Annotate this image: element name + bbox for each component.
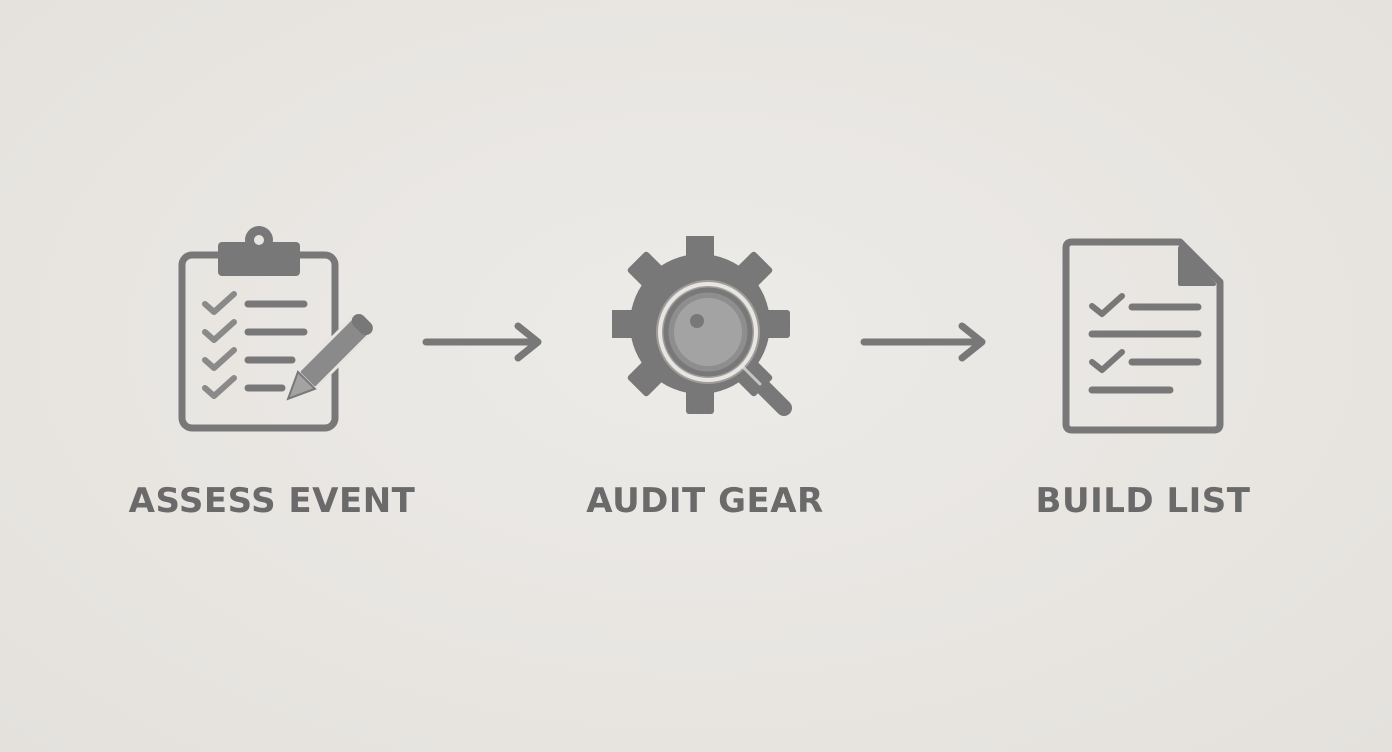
document-checklist-icon	[1062, 238, 1224, 434]
arrow-right-icon	[422, 322, 542, 362]
gear-magnifier-icon	[612, 236, 792, 416]
clipboard-checklist-icon	[178, 226, 374, 432]
step-label-audit-gear: AUDIT GEAR	[586, 481, 824, 521]
step-label-assess-event: ASSESS EVENT	[128, 481, 416, 521]
step-label-build-list: BUILD LIST	[1035, 481, 1251, 521]
arrow-right-icon	[860, 322, 986, 362]
